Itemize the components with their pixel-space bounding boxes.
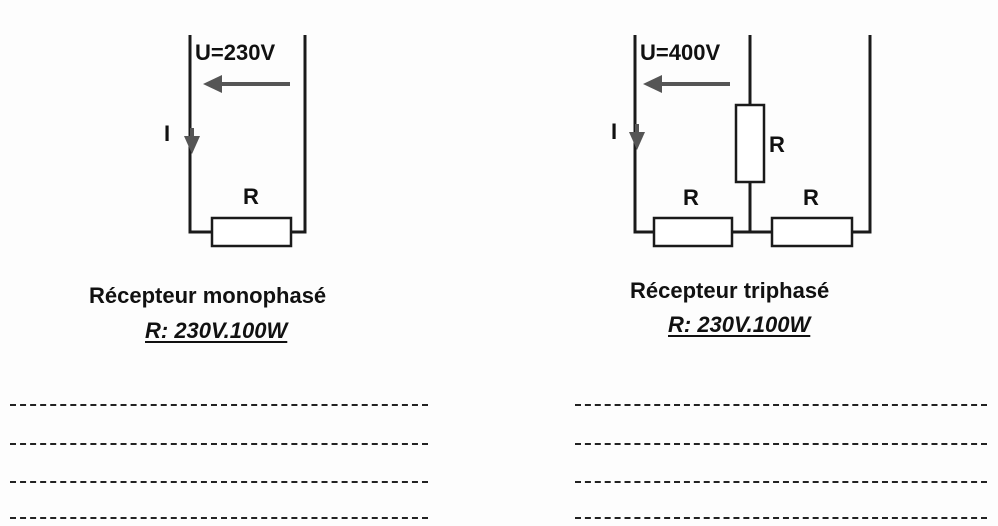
- right-spec: R: 230V.100W: [668, 312, 811, 337]
- left-wire-loop: [188, 35, 307, 234]
- three-phase-circuit: U=400V I R R R: [611, 35, 872, 248]
- right-caption: Récepteur triphasé: [630, 278, 830, 303]
- right-answer-line: [575, 443, 987, 445]
- left-current-label: I: [164, 121, 170, 146]
- right-current-arrowhead: [629, 132, 645, 150]
- left-answer-line: [10, 443, 428, 445]
- left-voltage-label: U=230V: [195, 40, 275, 65]
- right-answer-line: [575, 481, 987, 483]
- right-wire-phase1: [633, 35, 654, 234]
- right-voltage-arrowhead: [643, 75, 662, 93]
- right-resistor-right: [770, 216, 854, 248]
- right-voltage-label: U=400V: [640, 40, 720, 65]
- right-wire-phase3: [852, 35, 872, 234]
- right-answer-line: [575, 517, 987, 519]
- left-answer-line: [10, 404, 428, 406]
- left-current-arrowhead: [184, 136, 200, 154]
- left-spec: R: 230V.100W: [145, 318, 288, 343]
- left-caption: Récepteur monophasé: [89, 283, 327, 308]
- right-wire-neutral: [732, 182, 772, 234]
- left-resistor: [210, 216, 293, 248]
- right-resistor-vertical: [734, 103, 766, 184]
- right-resistor-label-right: R: [803, 185, 819, 210]
- right-current-label: I: [611, 119, 617, 144]
- right-resistor-label-left: R: [683, 185, 699, 210]
- left-voltage-arrowhead: [203, 75, 222, 93]
- right-resistor-left: [652, 216, 734, 248]
- right-resistor-label-vertical: R: [769, 132, 785, 157]
- left-answer-line: [10, 481, 428, 483]
- left-resistor-label: R: [243, 184, 259, 209]
- right-answer-line: [575, 404, 987, 406]
- left-answer-line: [10, 517, 428, 519]
- single-phase-circuit: U=230V I R: [164, 35, 307, 248]
